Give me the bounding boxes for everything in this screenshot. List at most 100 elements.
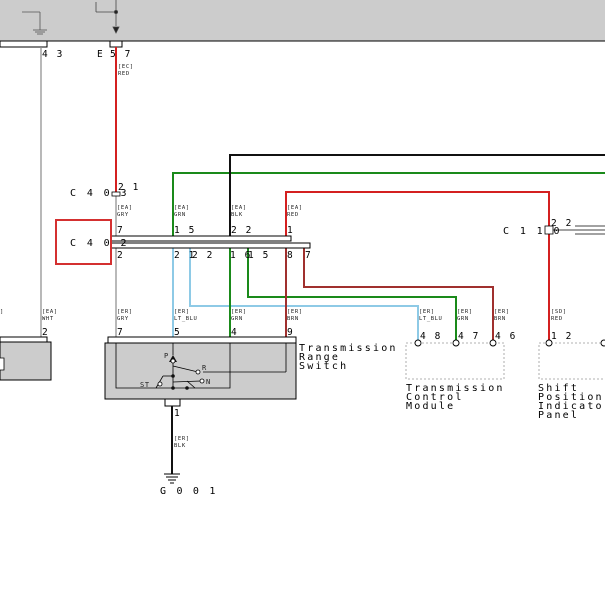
ground-wire-code: [ER] [174, 436, 190, 442]
trs-contact-p [170, 358, 176, 364]
lower-wire-8-code: [SD] [551, 309, 567, 315]
top-pin-e: E [97, 49, 104, 60]
top-fuse-icon [95, 0, 120, 34]
upper-wire-4-color: RED [287, 212, 299, 218]
spi-pin-right [600, 339, 605, 347]
lower-wire-2-code: [ER] [174, 309, 190, 315]
spi-name-4: Panel [538, 410, 579, 421]
tcm-pin-47 [452, 339, 460, 347]
top-pin-left: 4 3 [42, 49, 64, 60]
ltblu-wire-to-tcm [189, 248, 419, 340]
trs-pin-1: 7 [117, 327, 124, 338]
c402-top-pin-3: 2 2 [231, 225, 253, 236]
c403-label: C 4 0 3 [70, 188, 129, 199]
tcm-name-2: Control [406, 392, 464, 403]
top-wire-color: RED [118, 71, 130, 77]
upper-wire-1-color: GRY [117, 212, 129, 218]
trs-connector [107, 336, 297, 344]
c403-connector [111, 191, 121, 197]
trs-pos-st: ST [140, 381, 150, 389]
top-connector-left [0, 40, 48, 48]
left-component [0, 341, 52, 381]
spi-name-3: Indicator [538, 401, 605, 412]
c402-bottom-pin-7: 7 [305, 250, 312, 261]
upper-wire-2-code: [EA] [174, 205, 190, 211]
c402-highlight-box [55, 219, 112, 265]
red-wire-c402 [285, 191, 550, 236]
trs-name-1: Transmission [299, 343, 398, 354]
trs-switch-schematic [115, 343, 287, 389]
lower-wire-6-code: [ER] [457, 309, 473, 315]
c402-bottom-pin-1: 2 [117, 250, 124, 261]
tcm-pin-label-2: 4 7 [458, 331, 480, 342]
c110-label: C 1 1 0 [503, 226, 562, 237]
left-wire-code: [EA] [42, 309, 58, 315]
spi-body [538, 342, 605, 380]
trs-bottom-pin: 1 [174, 408, 181, 419]
lower-wire-7-code: [ER] [494, 309, 510, 315]
trs-bottom-connector [164, 398, 181, 407]
c402-label: C 4 0 2 [70, 238, 129, 249]
left-wire-pin: 2 [42, 327, 49, 338]
tcm-body [405, 342, 505, 380]
top-wire-code: [EC] [118, 64, 134, 70]
c402-connector-top [110, 235, 292, 242]
lower-wire-8-color: RED [551, 316, 563, 322]
trs-pos-p: P [164, 352, 169, 360]
trs-pos-n: N [206, 378, 211, 386]
top-ground-icon [22, 11, 47, 35]
upper-wire-2-color: GRN [174, 212, 186, 218]
c403-pin: 2 1 [118, 182, 140, 193]
trs-pin-2: 5 [174, 327, 181, 338]
tcm-name-1: Transmission [406, 383, 505, 394]
lower-wire-3-color: GRN [231, 316, 243, 322]
blk-wire-upper [229, 154, 605, 236]
ground-icon [164, 473, 180, 484]
c402-bottom-pin-3: 2 2 [192, 250, 214, 261]
left-component-connector [0, 336, 48, 343]
c402-top-pin-1: 7 [117, 225, 124, 236]
lower-wire-3-code: [ER] [231, 309, 247, 315]
lower-wire-4-color: BRN [287, 316, 299, 322]
tcm-pin-48 [414, 339, 422, 347]
tcm-pin-46 [489, 339, 497, 347]
spi-pin-12 [545, 339, 553, 347]
tcm-pin-label-1: 4 8 [420, 331, 442, 342]
lower-wire-6-color: GRN [457, 316, 469, 322]
trs-pin-4: 9 [287, 327, 294, 338]
left-wire-color: WHT [42, 316, 54, 322]
trs-pin-3: 4 [231, 327, 238, 338]
top-connector-e [109, 40, 123, 48]
c110-pin: 2 2 [551, 218, 573, 229]
top-panel [0, 0, 605, 41]
c402-top-pin-2: 1 5 [174, 225, 196, 236]
top-pin-e-num: 5 7 [110, 49, 132, 60]
spi-pin-label: 1 2 [551, 331, 573, 342]
c110-connector [544, 225, 554, 235]
lower-wire-5-color: LT_BLU [419, 316, 442, 322]
lower-wire-4-code: [ER] [287, 309, 303, 315]
spi-name-2: Position [538, 392, 604, 403]
svg-text:]: ] [0, 309, 4, 315]
upper-wire-1-code: [EA] [117, 205, 133, 211]
trs-name-3: Switch [299, 361, 348, 372]
c402-bottom-pin-2: 2 1 [174, 250, 196, 261]
tcm-name-3: Module [406, 401, 455, 412]
lower-wire-5-code: [ER] [419, 309, 435, 315]
grn-wire-to-tcm [247, 248, 457, 340]
grn-wire-upper [172, 172, 605, 236]
brn-wire-to-tcm [303, 248, 494, 340]
upper-wire-3-code: [EA] [231, 205, 247, 211]
upper-wire-4-code: [EA] [287, 205, 303, 211]
ground-label: G 0 0 1 [160, 486, 218, 497]
lower-wire-2-color: LT_BLU [174, 316, 197, 322]
trs-pos-r: R [202, 364, 207, 372]
trs-body [104, 342, 297, 400]
c402-connector-bottom [110, 242, 311, 249]
lower-wire-1-color: GRY [117, 316, 129, 322]
tcm-pin-label-3: 4 6 [495, 331, 517, 342]
lower-wire-1-code: [ER] [117, 309, 133, 315]
c402-bottom-pin-6: 8 [287, 250, 294, 261]
trs-contact-r [195, 369, 201, 375]
